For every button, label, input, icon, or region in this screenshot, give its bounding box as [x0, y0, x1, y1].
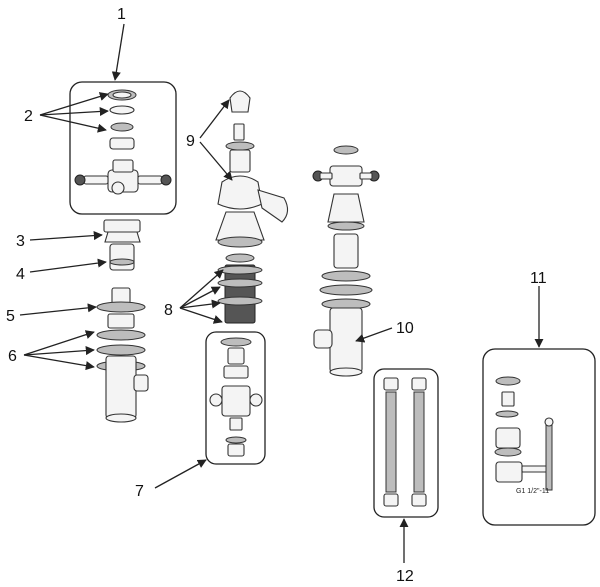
callout-10: 10 — [396, 320, 414, 337]
box-group-11 — [482, 348, 596, 526]
box-group-12 — [373, 368, 439, 518]
center-threaded-section — [217, 264, 263, 324]
box-group-7 — [205, 331, 266, 465]
box-group-1 — [69, 81, 177, 215]
callout-4: 4 — [16, 266, 25, 283]
callout-6: 6 — [8, 348, 17, 365]
callout-1: 1 — [117, 6, 126, 23]
braided-hoses — [383, 377, 427, 507]
callout-9: 9 — [186, 133, 195, 150]
callout-12: 12 — [396, 568, 414, 585]
callout-8: 8 — [164, 302, 173, 319]
callout-labels: 1 2 3 4 5 6 7 8 9 10 11 12 — [6, 6, 547, 585]
callout-5: 5 — [6, 308, 15, 325]
drain-thread-label: G1 1/2"-11 — [516, 488, 549, 495]
handle-valve-part — [74, 89, 172, 195]
center-faucet-spout — [215, 90, 289, 263]
callout-3: 3 — [16, 233, 25, 250]
left-column-parts — [96, 219, 149, 423]
right-faucet-parts — [312, 145, 380, 377]
callout-2: 2 — [24, 108, 33, 125]
valve-body-parts — [209, 337, 263, 457]
pop-up-drain: G1 1/2"-11 — [494, 376, 554, 495]
callout-11: 11 — [530, 270, 547, 287]
leader-lines — [19, 23, 544, 563]
callout-7: 7 — [135, 483, 144, 500]
